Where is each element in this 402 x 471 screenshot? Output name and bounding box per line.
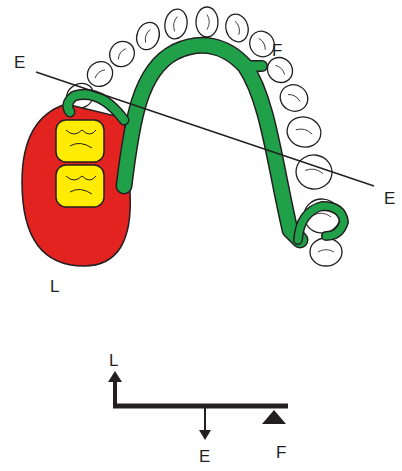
axis-label: F [272,42,282,59]
tooth-groove [66,130,96,148]
lever-diagram [108,371,288,440]
tooth-groove [259,37,267,49]
tooth-groove [94,68,105,78]
natural-tooth [310,238,342,266]
natural-tooth [223,12,251,45]
natural-tooth [105,36,140,71]
tooth-groove [275,64,286,75]
denture-base [22,104,130,266]
tooth-groove [66,176,96,194]
tooth-groove [296,127,313,134]
force-label: F [276,444,286,461]
force-label: L [109,352,118,369]
tooth-groove [172,16,177,31]
axis-label: E [14,54,25,71]
rotation-axis [36,72,374,186]
axis-label: E [384,190,395,207]
tooth-groove [318,250,334,252]
tooth-groove [144,29,151,43]
tooth-groove [288,93,301,102]
part-label: L [50,278,59,295]
artificial-tooth [56,165,104,207]
natural-tooth [133,19,163,53]
force-label: E [199,448,210,465]
tooth-groove [235,21,241,35]
natural-tooth [293,152,334,192]
natural-tooth [284,113,325,151]
major-connector [68,45,344,240]
tooth-groove [117,48,126,60]
natural-tooth [196,7,218,37]
natural-tooth [163,7,190,40]
artificial-tooth [56,120,104,162]
natural-tooth [275,80,312,117]
tooth-groove [207,15,209,30]
